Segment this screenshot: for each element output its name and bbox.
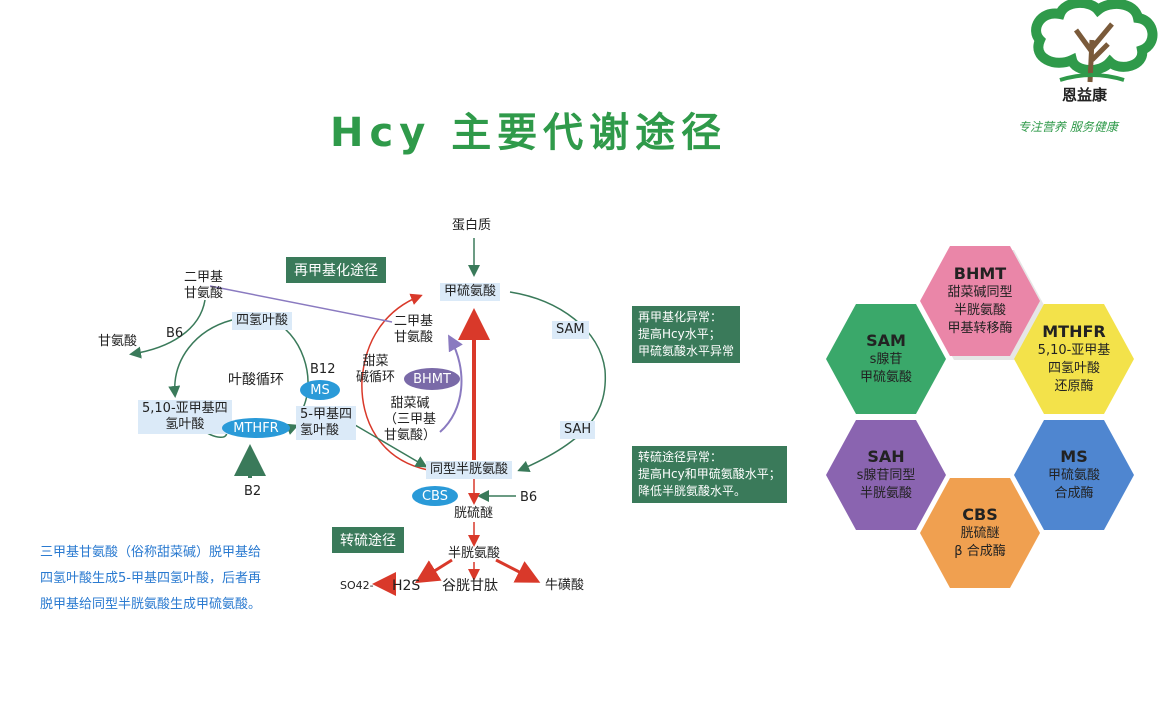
logo-slogan: 专注营养 服务健康 [1018, 120, 1118, 134]
dimethylglycine-right-label: 二甲基 甘氨酸 [394, 314, 434, 345]
remethylation-tag: 再甲基化途径 [286, 257, 386, 283]
b6-label-left: B6 [166, 326, 184, 341]
hex-mthfr: MTHFR 5,10-亚甲基 四氢叶酸 还原酶 [1014, 304, 1134, 414]
betaine-cycle-label: 甜菜 碱循环 [356, 354, 396, 385]
tree-logo-icon [1031, 0, 1158, 83]
homocysteine-label: 同型半胱氨酸 [426, 461, 513, 479]
cbs-enzyme: CBS [412, 486, 458, 506]
transsulfuration-tag: 转硫途径 [332, 527, 404, 553]
taurine-label: 牛磺酸 [545, 578, 585, 593]
note-line: 四氢叶酸生成5-甲基四氢叶酸，后者再 [40, 571, 261, 586]
mthfr-enzyme: MTHFR [222, 418, 290, 438]
folate-cycle-label: 叶酸循环 [228, 372, 284, 388]
explanation-note: 三甲基甘氨酸（俗称甜菜碱）脱甲基给 四氢叶酸生成5-甲基四氢叶酸，后者再 脱甲基… [40, 540, 300, 618]
b2-label: B2 [244, 484, 262, 499]
glutathione-label: 谷胱甘肽 [442, 578, 498, 594]
thf-label: 四氢叶酸 [232, 312, 293, 330]
b6-label-right: B6 [520, 490, 538, 505]
page-title: Hcy 主要代谢途径 [330, 110, 728, 156]
b12-label: B12 [310, 362, 336, 377]
cysteine-label: 半胱氨酸 [448, 546, 501, 561]
dimethylglycine-left-label: 二甲基 甘氨酸 [184, 270, 224, 301]
hex-sah: SAH s腺苷同型 半胱氨酸 [826, 420, 946, 530]
hex-ms: MS 甲硫氨酸 合成酶 [1014, 420, 1134, 530]
transsulfuration-abnormal-note: 转硫途径异常： 提高Hcy和甲硫氨酸水平； 降低半胱氨酸水平。 [632, 446, 787, 503]
cystathionine-label: 胱硫醚 [454, 506, 494, 521]
hex-bhmt: BHMT 甜菜碱同型 半胱氨酸 甲基转移酶 [920, 246, 1040, 356]
methyl-thf-label: 5-甲基四 氢叶酸 [296, 406, 356, 440]
bhmt-enzyme: BHMT [404, 368, 460, 390]
glycine-label: 甘氨酸 [98, 334, 138, 349]
remethylation-abnormal-note: 再甲基化异常： 提高Hcy水平； 甲硫氨酸水平异常 [632, 306, 741, 363]
ms-enzyme: MS [300, 380, 340, 400]
note-line: 脱甲基给同型半胱氨酸生成甲硫氨酸。 [40, 597, 262, 612]
note-line: 三甲基甘氨酸（俗称甜菜碱）脱甲基给 [40, 545, 262, 560]
sulfate-label: SO42- [340, 579, 374, 592]
methionine-label: 甲硫氨酸 [440, 283, 501, 301]
betaine-label: 甜菜碱 （三甲基 甘氨酸） [384, 396, 437, 443]
hex-cbs: CBS 胱硫醚 β 合成酶 [920, 478, 1040, 588]
protein-label: 蛋白质 [452, 218, 492, 233]
h2s-label: H2S [392, 578, 421, 594]
sam-label: SAM [552, 321, 589, 339]
logo-name: 恩益康 [1062, 86, 1108, 104]
methylene-thf-label: 5,10-亚甲基四 氢叶酸 [138, 400, 232, 434]
hex-sam: SAM s腺苷 甲硫氨酸 [826, 304, 946, 414]
sah-label: SAH [560, 421, 596, 439]
